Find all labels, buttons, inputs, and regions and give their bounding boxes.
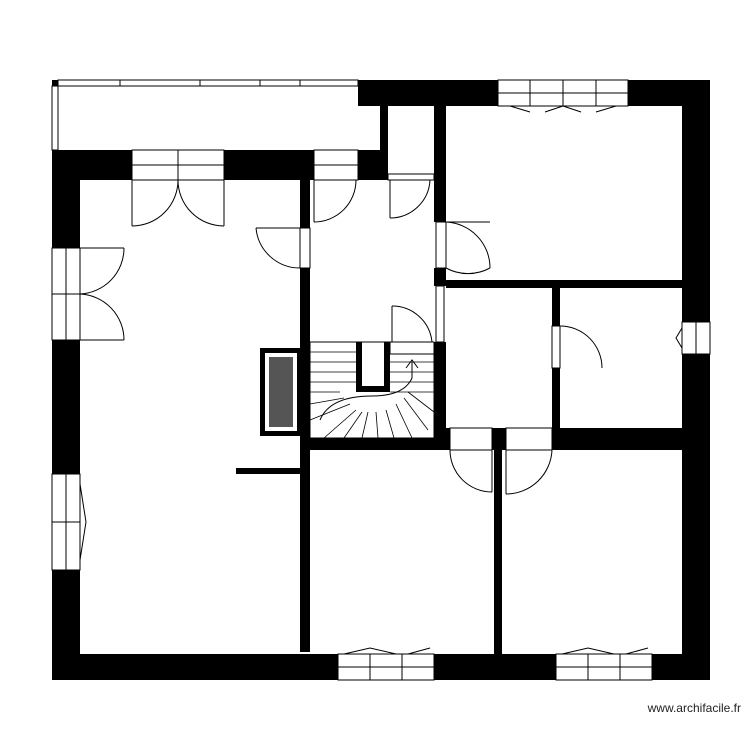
wall-veranda-bottom-b xyxy=(224,150,314,180)
door-main-top xyxy=(131,179,225,227)
watermark-text: www.archifacile.fr xyxy=(647,701,741,715)
window-veranda-left xyxy=(51,85,59,151)
wall-stair-notch-b xyxy=(356,386,390,392)
wall-stair-notch-c xyxy=(384,342,390,390)
windows xyxy=(51,79,711,681)
wall-main-right-a xyxy=(300,180,310,228)
frame-closet xyxy=(387,173,435,181)
wall-stub xyxy=(236,468,302,474)
wall-closet-right-low xyxy=(434,268,446,286)
wall-left-b xyxy=(52,340,80,474)
frame-stair-top xyxy=(389,341,435,355)
wall-small-bottom-b xyxy=(492,428,506,450)
door-bedroom-tr xyxy=(445,221,491,275)
staircase xyxy=(309,341,435,439)
window-left-upper xyxy=(51,247,81,341)
wall-small-divider xyxy=(552,288,560,326)
wall-bottom-b xyxy=(434,654,556,680)
window-bottom-right xyxy=(555,647,653,681)
window-bottom-center xyxy=(337,647,435,681)
wall-right-a xyxy=(682,80,710,322)
window-right-small xyxy=(675,321,711,355)
door-hall-stair xyxy=(391,305,433,343)
window-hall-right xyxy=(435,285,445,343)
door-small-right xyxy=(559,325,603,369)
wall-left-a xyxy=(52,150,80,248)
wall-closet-right xyxy=(434,106,446,222)
wall-closet-left xyxy=(380,106,388,180)
wall-small-bottom-c xyxy=(552,428,682,450)
wall-main-right-b xyxy=(300,268,310,652)
window-left-lower xyxy=(51,473,87,571)
wall-top-mid xyxy=(358,80,498,106)
wall-right-b xyxy=(682,354,710,680)
door-hall-top xyxy=(313,179,357,223)
wall-bottom-a xyxy=(52,654,338,680)
frame-main-right xyxy=(299,227,311,269)
wall-small-divider-low xyxy=(552,368,560,430)
door-frames xyxy=(299,221,561,451)
frame-small-bottom-b xyxy=(505,427,553,451)
window-main-top xyxy=(131,149,225,181)
frame-bedroom-tr xyxy=(435,221,447,269)
door-bottom-b xyxy=(505,449,553,495)
doors xyxy=(79,179,603,495)
door-bottom-a xyxy=(449,449,493,493)
wall-bed-tr-bottom xyxy=(446,280,682,288)
wall-hall-bottom xyxy=(300,438,450,450)
window-bedroom-top xyxy=(497,79,629,113)
wall-hall-right xyxy=(434,342,446,450)
frame-small-bottom-a xyxy=(449,427,493,451)
frame-small-divider xyxy=(551,325,561,369)
door-closet xyxy=(389,179,431,219)
window-veranda-top xyxy=(57,79,359,87)
door-main-right xyxy=(255,227,301,269)
chimney xyxy=(260,348,302,436)
wall-stair-notch-a xyxy=(356,342,362,390)
interior-walls xyxy=(236,106,682,654)
exterior-walls xyxy=(52,80,710,680)
window-hall-top xyxy=(313,149,359,181)
door-left xyxy=(79,247,125,341)
wall-bottom-divider xyxy=(494,450,502,654)
